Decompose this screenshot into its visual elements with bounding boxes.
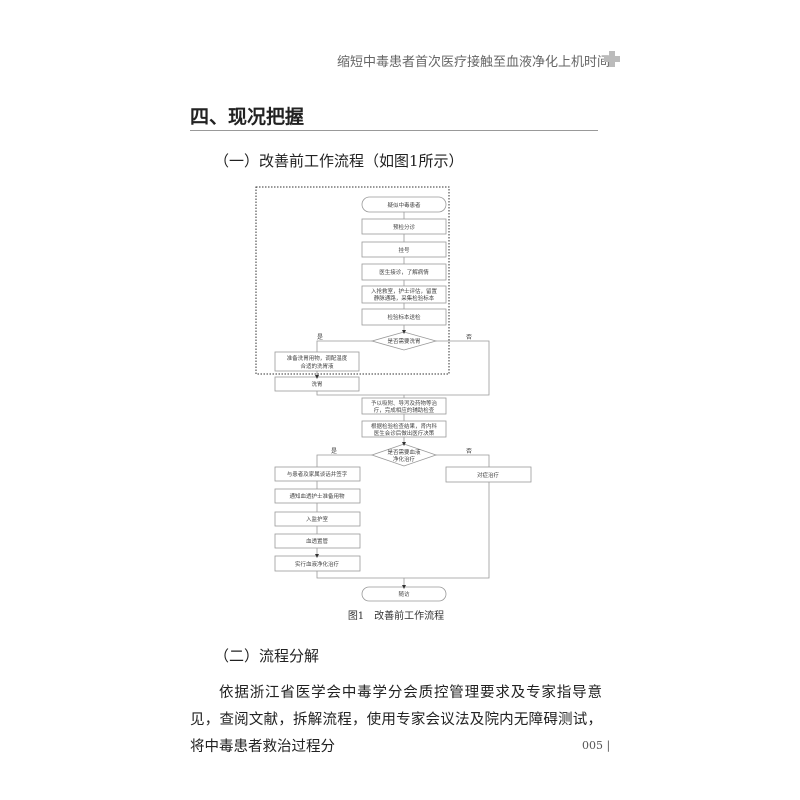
end-label: 随访: [398, 590, 410, 598]
step-icu: [274, 511, 361, 527]
decision-label: 净化治疗: [393, 455, 416, 463]
step-label: 合适的洗胃液: [300, 362, 334, 370]
body-paragraph: 依据浙江省医学会中毒学分会质控管理要求及专家指导意见，查阅文献，拆解流程，使用专…: [190, 685, 602, 755]
step-label: 挂号: [398, 246, 410, 254]
step-notify: [274, 488, 361, 504]
step-symptomatic: [445, 466, 532, 483]
section-title: 四、现况把握: [190, 106, 305, 128]
highlight-region: [255, 186, 450, 375]
start-label: 疑似中毒患者: [387, 201, 421, 209]
step-consent: [274, 466, 361, 482]
step-label: 静脉通路，采集检验标本: [374, 294, 435, 302]
decision-label: 是否需要血液: [387, 448, 421, 456]
step-label: 检验标本送检: [387, 313, 421, 321]
step-label: 对症治疗: [477, 471, 500, 479]
step-label: 准备洗胃用物，调配温度: [287, 354, 348, 362]
subsection-title-1: （一）改善前工作流程（如图1所示）: [214, 152, 464, 170]
medical-cross-icon: [604, 51, 620, 67]
yes-label: 是: [317, 334, 323, 341]
step-label: 医生接诊，了解病情: [379, 268, 429, 276]
step-label: 与患者及家属谈话并签字: [287, 470, 348, 478]
step-catheter: [274, 533, 361, 549]
page-number: 005 |: [582, 739, 611, 752]
no-label: 否: [466, 334, 472, 341]
step-label: 通知血透护士准备用物: [289, 492, 345, 500]
section-divider: [190, 130, 598, 131]
figure-caption: 图1 改善前工作流程: [348, 609, 444, 622]
step-label: 疗，完成相应的辅助检查: [374, 406, 435, 414]
decision-label: 是否需要洗胃: [387, 337, 420, 345]
step-label: 予以吸附、导泻及药物等治: [371, 399, 438, 407]
step-label: 实行血液净化治疗: [295, 560, 340, 568]
flowchart: 疑似中毒患者 预检分诊 挂号 医生接诊，了解病情 入抢救室，护士评估，留置 静脉…: [255, 186, 532, 622]
yes-label: 是: [331, 448, 337, 455]
step-label: 预检分诊: [393, 223, 416, 231]
step-label: 入监护室: [306, 515, 329, 523]
step-label: 入抢救室，护士评估，留置: [371, 287, 438, 295]
no-label: 否: [466, 448, 472, 455]
step-label: 根据检验检查结果，肾内科: [371, 422, 438, 430]
step-label: 血透置管: [306, 537, 329, 545]
step-label: 洗胃: [311, 380, 322, 388]
running-header: 缩短中毒患者首次医疗接触至血液净化上机时间: [336, 55, 610, 70]
subsection-title-2: （二）流程分解: [214, 647, 320, 665]
step-label: 医生会诊后做出医疗决策: [374, 429, 435, 437]
